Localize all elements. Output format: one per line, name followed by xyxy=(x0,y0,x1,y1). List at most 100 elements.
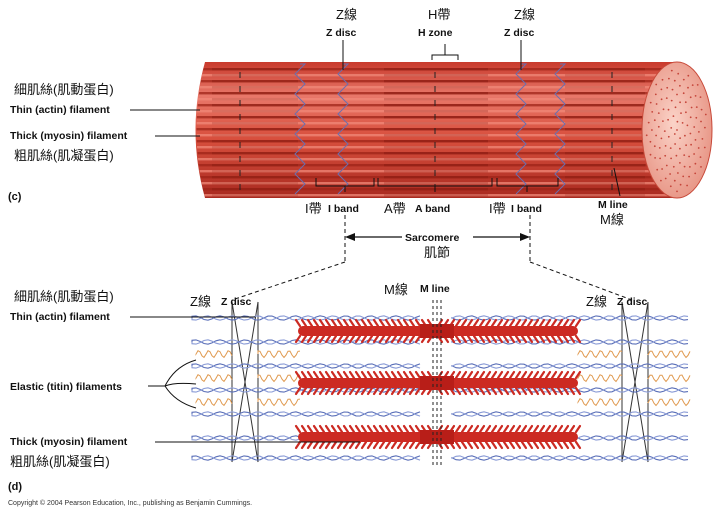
end-face-dot xyxy=(649,153,652,156)
myosin-head xyxy=(568,318,576,328)
end-face-dot xyxy=(689,116,692,119)
myosin-head xyxy=(330,318,338,328)
myosin-head xyxy=(402,424,410,434)
myosin-head xyxy=(496,424,504,434)
myosin-head xyxy=(354,334,362,344)
a-band-segment xyxy=(565,194,645,197)
titin-filaments xyxy=(195,350,691,407)
myosin-head xyxy=(574,318,582,328)
elastic-filaments-label: Elastic (titin) filaments xyxy=(10,381,122,393)
myosin-head xyxy=(502,370,510,380)
a-band-segment xyxy=(212,98,298,101)
myosin-head xyxy=(402,370,410,380)
a-band-segment xyxy=(565,134,645,137)
myosin-head xyxy=(466,370,474,380)
myosin-head xyxy=(312,386,320,396)
myosin-head xyxy=(306,334,314,344)
a-band-segment xyxy=(384,98,488,101)
a-band-segment xyxy=(384,176,488,179)
myosin-head xyxy=(318,440,326,450)
a-band-segment xyxy=(212,92,298,95)
z-disc-right-zh: Z線 xyxy=(514,7,535,22)
myosin-head xyxy=(306,318,314,328)
myosin-head xyxy=(520,318,528,328)
z-disc-right-label: Z disc xyxy=(504,27,535,39)
titin-coil xyxy=(577,398,623,407)
a-band-segment xyxy=(384,134,488,137)
end-face-dot xyxy=(665,97,668,99)
myosin-head xyxy=(574,386,582,396)
a-band-segment xyxy=(565,68,645,71)
myosin-bare-zone xyxy=(420,376,454,390)
a-band-segment xyxy=(212,194,298,197)
end-face-dot xyxy=(676,190,678,193)
a-band-segment xyxy=(565,122,645,125)
z-disc-left-frame xyxy=(231,301,259,463)
a-band-segment xyxy=(212,146,298,149)
a-band-segment xyxy=(565,92,645,95)
myosin-head xyxy=(324,334,332,344)
myosin-head xyxy=(514,370,522,380)
myosin-head xyxy=(490,318,498,328)
myosin-head xyxy=(324,386,332,396)
myosin-head xyxy=(366,334,374,344)
thin-filament-zh-c: 細肌絲(肌動蛋白) xyxy=(14,82,114,97)
myosin-head xyxy=(360,370,368,380)
a-band-segment xyxy=(384,104,488,107)
a-band-segment xyxy=(212,158,298,161)
end-face-dot xyxy=(668,77,670,80)
end-face-dot xyxy=(671,88,674,91)
i-band-right-zh: I帶 xyxy=(489,201,506,216)
m-line-label-c: M line xyxy=(598,199,628,211)
end-face-dot xyxy=(669,185,672,188)
myosin-head xyxy=(460,440,468,450)
myosin-head xyxy=(550,386,558,396)
myosin-head xyxy=(472,318,480,328)
myosin-head xyxy=(484,334,492,344)
a-band-segment xyxy=(565,176,645,179)
end-face-dot xyxy=(679,84,681,87)
myofibril-stripe xyxy=(196,110,680,113)
z-disc-zigzag xyxy=(554,63,567,195)
titin-coil xyxy=(195,374,233,383)
end-face-dot xyxy=(651,129,653,131)
end-face-dot xyxy=(673,179,676,182)
myosin-head xyxy=(532,386,540,396)
end-face-dot xyxy=(704,126,706,129)
a-band-segment xyxy=(384,92,488,95)
end-face-dot xyxy=(700,120,702,123)
myosin-head xyxy=(330,440,338,450)
myosin-head xyxy=(472,370,480,380)
myosin-head xyxy=(514,386,522,396)
myosin-filaments xyxy=(294,318,582,450)
a-band-segment xyxy=(384,68,488,71)
end-face-dot xyxy=(670,69,673,72)
titin-coil xyxy=(647,398,691,407)
myosin-head xyxy=(484,370,492,380)
end-face-dot xyxy=(685,111,687,114)
a-band-segment xyxy=(212,176,298,179)
a-band-segment xyxy=(384,128,488,131)
myosin-head xyxy=(532,334,540,344)
end-face-dots xyxy=(645,69,707,193)
a-band-zh: A帶 xyxy=(384,201,406,216)
end-face-dot xyxy=(696,84,699,86)
myosin-head xyxy=(366,386,374,396)
z-disc-left-zh-d: Z線 xyxy=(190,294,211,309)
myosin-head xyxy=(396,318,404,328)
myosin-head xyxy=(466,386,474,396)
end-face-dot xyxy=(655,103,658,105)
myosin-head xyxy=(354,386,362,396)
end-face-dot xyxy=(687,86,689,89)
myosin-head xyxy=(336,318,344,328)
end-face-dot xyxy=(683,165,686,168)
myosin-head xyxy=(568,386,576,396)
myosin-head xyxy=(508,386,516,396)
myosin-head xyxy=(348,318,356,328)
myosin-head xyxy=(378,370,386,380)
myosin-head xyxy=(544,318,552,328)
z-disc-right-label-d: Z disc xyxy=(617,296,648,308)
myosin-head xyxy=(562,370,570,380)
actin-strand xyxy=(451,411,689,417)
myosin-head xyxy=(414,386,422,396)
